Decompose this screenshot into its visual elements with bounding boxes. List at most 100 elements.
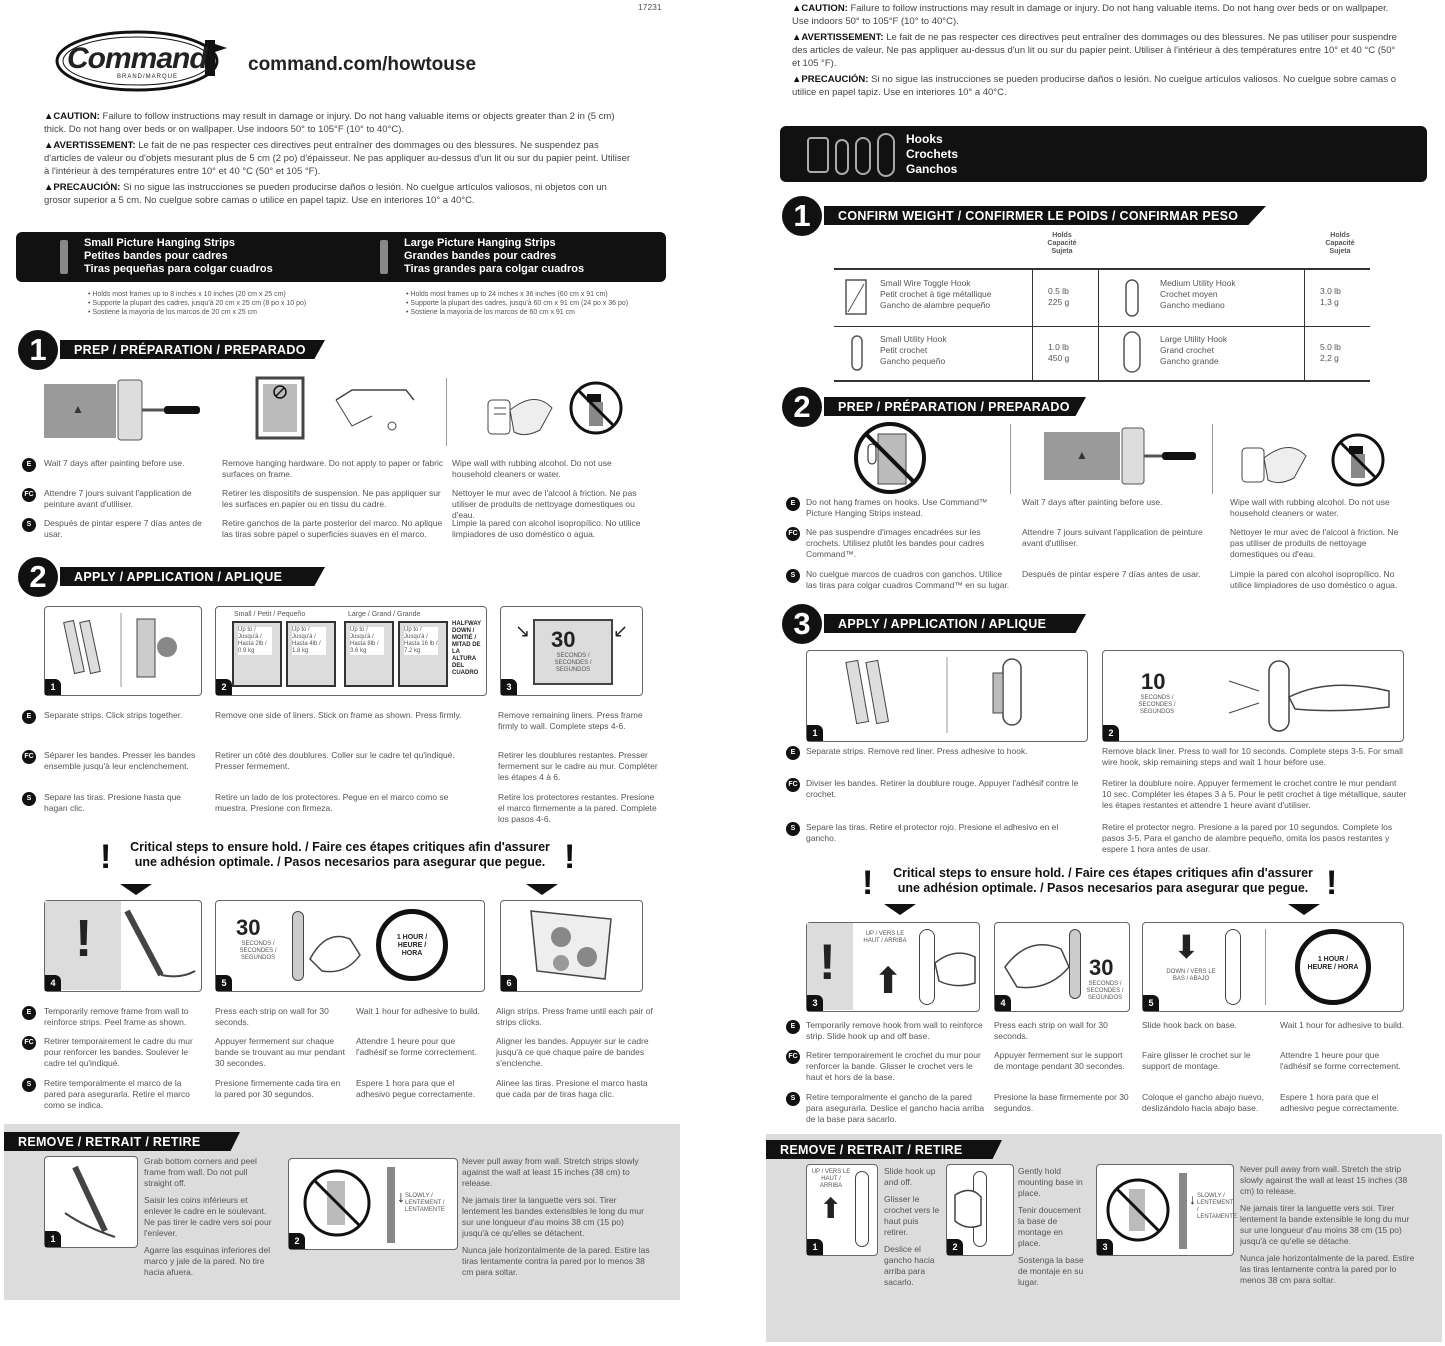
critical-panel-4: ! 4 xyxy=(44,900,202,992)
arrow-up-icon: ⬆ xyxy=(819,1193,843,1224)
press-30-number: 30 xyxy=(236,915,261,940)
left-critical-col1: Temporarily remove frame from wall to re… xyxy=(44,1006,193,1110)
large-strip-icon xyxy=(380,240,388,274)
left-critical-text: Critical steps to ensure hold. / Faire c… xyxy=(130,840,550,869)
press-30-number: 30 xyxy=(1089,955,1114,980)
clock-icon: 1 HOUR / HEURE / HORA xyxy=(1295,929,1371,1005)
right-step1-number: 1 xyxy=(782,196,822,236)
right-step2-col1: Do not hang frames on hooks. Use Command… xyxy=(806,497,1010,590)
product-small: Small Picture Hanging Strips Petites ban… xyxy=(84,237,273,275)
small-strip-icon xyxy=(60,240,68,274)
warning-exclaim-icon: ! xyxy=(819,934,836,990)
left-warnings: ▲CAUTION: Failure to follow instructions… xyxy=(44,110,634,207)
left-step2-header: APPLY / APPLICATION / APLIQUE xyxy=(60,567,325,586)
r-remove-col1-text: Slide hook up and off. Glisser le croche… xyxy=(884,1166,940,1287)
small-frame-diagram-2: Up to / Jusqu'à / Hasta 4lb / 1.8 kg xyxy=(286,621,336,687)
remove-col1-text: Grab bottom corners and peel frame from … xyxy=(144,1156,272,1277)
r-critical-panel-5: ⬇ DOWN / VERS LE BAS / ABAJO 1 HOUR / HE… xyxy=(1142,922,1404,1012)
painted-wall-illustration: ▲ xyxy=(1044,432,1120,480)
right-critical-col2: Press each strip on wall for 30 seconds.… xyxy=(994,1020,1129,1113)
r-remove-col2-text: Gently hold mounting base in place. Teni… xyxy=(1018,1166,1084,1287)
press-seconds-number: 30 xyxy=(551,627,576,652)
arrow-press-icon: ↘ xyxy=(515,621,531,641)
press-10-number: 10 xyxy=(1141,669,1166,694)
remove-panel-2: ↓ SLOWLY / LENTEMENT / LENTAMENTE 2 xyxy=(288,1158,458,1250)
r-critical-panel-4: 30 SECONDS / SECONDES / SEGUNDOS 4 xyxy=(994,922,1130,1012)
small-frame-diagram: Up to / Jusqu'à / Hasta 2lb / 0.9 kg xyxy=(232,621,282,687)
hooks-bar: Hooks Crochets Ganchos xyxy=(780,126,1427,182)
warning-precaucion: ▲PRECAUCIÓN: Si no sigue las instruccion… xyxy=(44,182,607,206)
right-step1-header: CONFIRM WEIGHT / CONFIRMER LE POIDS / CO… xyxy=(824,206,1266,225)
divider xyxy=(1212,424,1213,494)
howto-url[interactable]: command.com/howtouse xyxy=(248,54,477,75)
paint-roller-icon xyxy=(116,378,204,444)
product-large: Large Picture Hanging Strips Grandes ban… xyxy=(404,237,585,275)
divider xyxy=(446,378,447,446)
right-step3-header: APPLY / APPLICATION / APLIQUE xyxy=(824,614,1086,633)
critical-panel-6: 6 xyxy=(500,900,643,992)
left-step1-number: 1 xyxy=(18,330,58,370)
halfway-note: HALFWAY DOWN / MOITIÉ / MITAD DE LA ALTU… xyxy=(452,621,482,676)
warning-caution: ▲CAUTION: Failure to follow instructions… xyxy=(44,111,615,135)
warning-avertissement: ▲AVERTISSEMENT: Le fait de ne pas respec… xyxy=(792,32,1397,69)
left-critical-col3: Wait 1 hour for adhesive to build. Atten… xyxy=(356,1006,480,1099)
apply-panel-3: 30 SECONDS / SECONDES / SEGUNDOS ↘ ↙ 3 xyxy=(500,606,643,696)
r-remove-col3-text: Never pull away from wall. Stretch the s… xyxy=(1240,1164,1415,1285)
warning-precaucion: ▲PRECAUCIÓN: Si no sigue las instruccion… xyxy=(792,74,1396,98)
r-apply-panel-1: 1 xyxy=(806,650,1088,742)
medium-hook-icon xyxy=(1125,279,1139,317)
hanging-wire-icon xyxy=(332,386,418,432)
critical-exclaim-right: ! xyxy=(564,838,576,876)
left-step2-col1: Separate strips. Click strips together. … xyxy=(44,710,196,813)
hooks-title: Hooks Crochets Ganchos xyxy=(906,132,959,176)
r-apply-panel-2: 10 SECONDS / SECONDES / SEGUNDOS 2 xyxy=(1102,650,1404,742)
large-frame-diagram-2: Up to / Jusqu'à / Hasta 16 lb / 7.2 kg xyxy=(398,621,448,687)
left-step1-header: PREP / PRÉPARATION / PREPARADO xyxy=(60,340,325,359)
right-warnings: ▲CAUTION: Failure to follow instructions… xyxy=(792,2,1402,99)
right-remove-header: REMOVE / RETRAIT / RETIRE xyxy=(766,1140,1002,1159)
no-frames-on-hooks-icon xyxy=(852,420,928,496)
warning-caution: ▲CAUTION: Failure to follow instructions… xyxy=(792,3,1389,27)
r-remove-panel-2: 2 xyxy=(946,1164,1014,1256)
document-code: 17231 xyxy=(638,2,662,12)
hook-icons xyxy=(807,133,895,177)
critical-exclaim-left: ! xyxy=(862,864,874,902)
wire-toggle-hook-icon xyxy=(845,279,867,315)
divider xyxy=(1010,424,1011,494)
left-step2-number: 2 xyxy=(18,557,58,597)
left-critical-col2: Press each strip on wall for 30 seconds.… xyxy=(215,1006,345,1099)
arrow-down-icon xyxy=(1288,904,1320,915)
product-small-bullets: • Holds most frames up to 8 inches x 10 … xyxy=(88,291,307,316)
left-step2-col2: Remove one side of liners. Stick on fram… xyxy=(215,710,462,813)
right-step2-number: 2 xyxy=(782,387,822,427)
arrow-press-icon-2: ↙ xyxy=(613,621,629,641)
apply-panel-1: 1 xyxy=(44,606,202,696)
large-hook-icon xyxy=(1123,331,1141,373)
r-remove-panel-1: UP / VERS LE HAUT / ARRIBA ⬆ 1 xyxy=(806,1164,878,1256)
right-step3-col1: Separate strips. Remove red liner. Press… xyxy=(806,746,1079,843)
command-logo: Command BRAND/MARQUE xyxy=(55,30,235,92)
frame-back-icon xyxy=(255,376,305,440)
paint-roller-icon xyxy=(1120,426,1200,488)
no-cleaner-icon xyxy=(568,380,624,436)
painted-wall-illustration: ▲ xyxy=(44,384,116,438)
right-step2-col2: Wait 7 days after painting before use. A… xyxy=(1022,497,1203,579)
left-step1-col3: Wipe wall with rubbing alcohol. Do not u… xyxy=(452,458,641,539)
right-critical-text: Critical steps to ensure hold. / Faire c… xyxy=(893,866,1313,895)
arrow-down-icon xyxy=(120,884,152,895)
brand-name: Command xyxy=(67,42,208,75)
large-frame-diagram: Up to / Jusqu'à / Hasta 8lb / 3.6 kg xyxy=(344,621,394,687)
arrow-down-icon xyxy=(884,904,916,915)
right-critical-col1: Temporarily remove hook from wall to rei… xyxy=(806,1020,985,1124)
products-bar: Small Picture Hanging Strips Petites ban… xyxy=(16,232,666,282)
warning-exclaim-icon: ! xyxy=(75,910,93,968)
right-critical-col4: Wait 1 hour for adhesive to build. Atten… xyxy=(1280,1020,1404,1113)
brand-sub: BRAND/MARQUE xyxy=(117,74,179,80)
